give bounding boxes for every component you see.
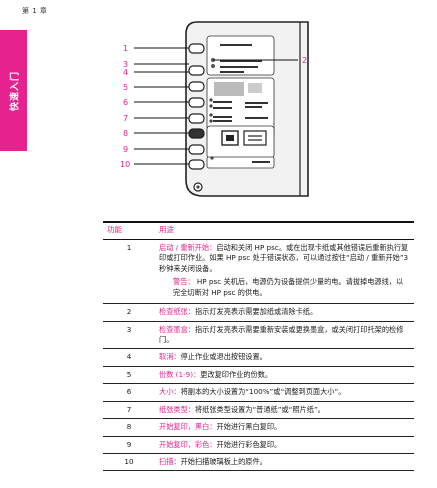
callout-8: 8: [123, 129, 128, 138]
function-name: 开始复印，黑白：: [159, 422, 217, 432]
button-4: [188, 65, 205, 76]
function-desc: 将纸张类型设置为“普通纸”或“照片纸”。: [194, 404, 325, 414]
row-purpose: 开始复印，彩色：开始进行彩色复印。: [155, 436, 414, 455]
warning-text: HP psc 关机后，电源仍为设备提供少量的电。请拔掉电源线，以完全切断对 HP…: [173, 277, 404, 297]
function-desc: 将副本的大小设置为“100%”或“调整到页面大小”。: [180, 387, 346, 397]
callout-2: 2: [302, 56, 307, 65]
row-number: 8: [103, 418, 155, 437]
function-desc: 开始扫描玻璃板上的原件。: [180, 457, 267, 466]
row-purpose: 检查纸张：指示灯发亮表示需要加纸或清除卡纸。: [155, 303, 414, 322]
row-purpose: 大小：将副本的大小设置为“100%”或“调整到页面大小”。: [155, 383, 414, 402]
table-row: 10 扫描：开始扫描玻璃板上的原件。: [103, 453, 414, 472]
function-name: 份数 (1-9)：: [159, 369, 201, 379]
row-number: 3: [103, 321, 155, 350]
header-purpose: 用途: [155, 220, 414, 240]
row-purpose: 开始复印，黑白：开始进行黑白复印。: [155, 418, 414, 437]
callout-9: 9: [123, 145, 128, 154]
function-name: 纸张类型：: [159, 404, 195, 414]
function-name: 开始复印，彩色：: [159, 439, 217, 449]
row-number: 10: [103, 453, 155, 472]
callout-4: 4: [123, 68, 128, 77]
table-row: 9 开始复印，彩色：开始进行彩色复印。: [103, 436, 414, 455]
button-6: [188, 97, 205, 108]
callout-6: 6: [123, 98, 128, 107]
table-header-row: 功能 用途: [103, 220, 414, 240]
table-row: 2 检查纸张：指示灯发亮表示需要加纸或清除卡纸。: [103, 303, 414, 322]
function-name: 取消：: [159, 352, 181, 362]
table-row: 7 纸张类型：将纸张类型设置为“普通纸”或“照片纸”。: [103, 401, 414, 420]
control-panel-diagram: 1 2 3 4 5 6 7 8 9 10: [120, 21, 309, 197]
row-purpose: 检查墨盒：指示灯发亮表示需要重新安装或更换墨盒，或关闭打印托架的检修门。: [155, 321, 414, 350]
function-desc: 指示灯发亮表示需要重新安装或更换墨盒，或关闭打印托架的检修门。: [159, 324, 404, 344]
row-purpose: 份数 (1-9)：更改复印作业的份数。: [155, 366, 414, 385]
function-desc: 开始进行彩色复印。: [216, 439, 282, 449]
warning-label: 警告：: [173, 277, 195, 287]
row-number: 7: [103, 401, 155, 420]
button-8: [188, 128, 205, 139]
row-purpose: 扫描：开始扫描玻璃板上的原件。: [155, 453, 414, 472]
function-name: 启动 / 重新开始：: [159, 242, 217, 252]
table-row: 3 检查墨盒：指示灯发亮表示需要重新安装或更换墨盒，或关闭打印托架的检修门。: [103, 321, 414, 350]
row-purpose: 取消：停止作业或退出按钮设置。: [155, 348, 414, 367]
table-row: 1 启动 / 重新开始：启动和关闭 HP psc。或在出现卡纸或其他错误后重新执…: [103, 239, 414, 305]
table-row: 8 开始复印，黑白：开始进行黑白复印。: [103, 418, 414, 437]
function-name: 扫描：: [159, 457, 181, 466]
row-number: 6: [103, 383, 155, 402]
function-desc: 启动和关闭 HP psc。或在出现卡纸或其他错误后重新执行复印或打印作业。如果 …: [159, 242, 409, 273]
table-row: 4 取消：停止作业或退出按钮设置。: [103, 348, 414, 367]
function-table: 功能 用途 1 启动 / 重新开始：启动和关闭 HP psc。或在出现卡纸或其他…: [103, 220, 414, 472]
row-purpose: 启动 / 重新开始：启动和关闭 HP psc。或在出现卡纸或其他错误后重新执行复…: [155, 239, 414, 305]
row-number: 5: [103, 366, 155, 385]
table-row: 5 份数 (1-9)：更改复印作业的份数。: [103, 366, 414, 385]
button-7: [188, 113, 205, 124]
function-desc: 指示灯发亮表示需要加纸或清除卡纸。: [194, 307, 318, 317]
button-9: [188, 144, 205, 155]
callout-3: 3: [123, 60, 128, 69]
callout-5: 5: [123, 83, 128, 92]
callout-10: 10: [120, 160, 130, 169]
callout-7: 7: [123, 114, 128, 123]
chapter-label: 第 1 章: [22, 7, 48, 15]
function-table-wrap: 功能 用途 1 启动 / 重新开始：启动和关闭 HP psc。或在出现卡纸或其他…: [103, 220, 414, 472]
button-10: [188, 159, 205, 170]
button-1: [188, 43, 205, 54]
header-function: 功能: [103, 220, 155, 240]
indicator-light-3: [211, 64, 215, 68]
side-tab: 快速入门: [0, 30, 27, 151]
row-number: 1: [103, 239, 155, 305]
button-5: [188, 81, 205, 92]
row-purpose: 纸张类型：将纸张类型设置为“普通纸”或“照片纸”。: [155, 401, 414, 420]
function-desc: 开始进行黑白复印。: [216, 422, 282, 432]
function-name: 大小：: [159, 387, 181, 397]
row-number: 2: [103, 303, 155, 322]
function-name: 检查墨盒：: [159, 324, 195, 334]
function-name: 检查纸张：: [159, 307, 195, 317]
row-number: 4: [103, 348, 155, 367]
function-desc: 停止作业或退出按钮设置。: [180, 352, 267, 362]
function-desc: 更改复印作业的份数。: [200, 369, 273, 379]
warning-note: 警告： HP psc 关机后，电源仍为设备提供少量的电。请拔掉电源线，以完全切断…: [173, 277, 410, 298]
row-number: 9: [103, 436, 155, 455]
table-row: 6 大小：将副本的大小设置为“100%”或“调整到页面大小”。: [103, 383, 414, 402]
callout-1: 1: [123, 44, 128, 53]
